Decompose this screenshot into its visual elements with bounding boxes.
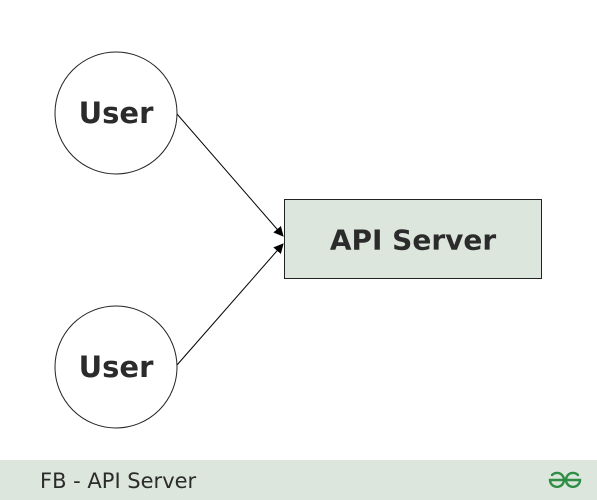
api-server-label: API Server: [330, 224, 497, 257]
api-server-box: [284, 199, 542, 279]
footer-title: FB - API Server: [40, 469, 197, 493]
user-node-top-label: User: [79, 96, 154, 130]
architecture-diagram: User User API Server: [54, 51, 542, 429]
user-node-bottom-circle: [54, 305, 178, 429]
user-node-bottom-label: User: [79, 350, 154, 384]
user-node-top: User: [54, 51, 178, 175]
footer-bar: FB - API Server: [0, 460, 597, 500]
user-node-bottom: User: [54, 305, 178, 429]
api-server-node: API Server: [284, 199, 542, 279]
geeksforgeeks-logo-icon: [548, 471, 582, 489]
user-node-top-circle: [54, 51, 178, 175]
edge-user-bottom-to-api-server: [176, 243, 284, 366]
edge-user-top-to-api-server: [176, 113, 284, 237]
